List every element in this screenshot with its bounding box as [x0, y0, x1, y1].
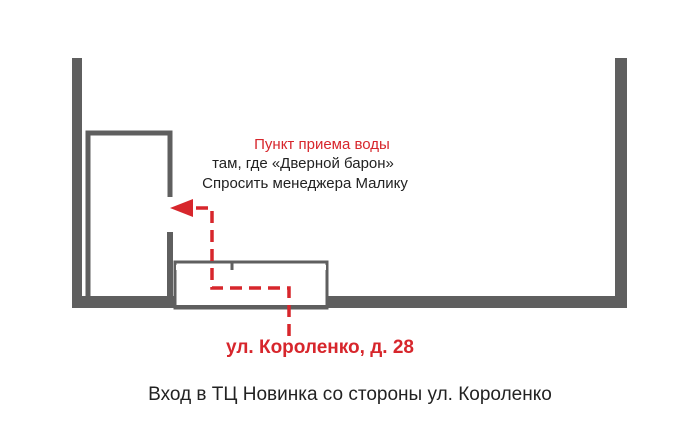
inner-room-right-wall-lower: [167, 232, 173, 296]
pickup-point-contact: Спросить менеджера Малику: [202, 175, 408, 192]
right-outer-wall: [615, 58, 627, 308]
bottom-wall-right: [328, 296, 627, 308]
street-address-label: ул. Короленко, д. 28: [226, 337, 414, 358]
inner-room-outline: [85, 130, 173, 296]
pickup-point-title: Пункт приема воды: [254, 136, 390, 153]
pickup-point-location: там, где «Дверной барон»: [212, 155, 394, 172]
left-outer-wall: [72, 58, 82, 308]
route-path: [190, 206, 291, 336]
bottom-wall-left: [72, 296, 176, 308]
entrance-caption: Вход в ТЦ Новинка со стороны ул. Королен…: [148, 384, 552, 405]
route-arrowhead-icon: [170, 199, 193, 217]
vestibule-inner-gap: [176, 265, 326, 270]
